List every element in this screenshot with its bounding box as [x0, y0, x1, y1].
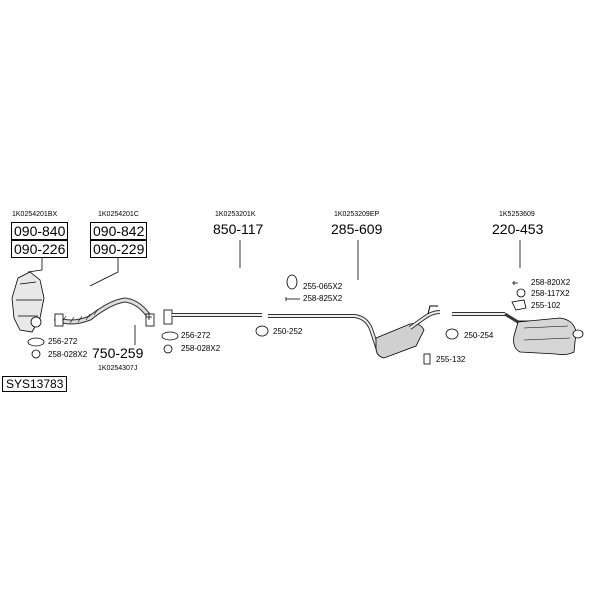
small-part-label[interactable]: 250-254 — [464, 331, 494, 340]
bolt-icon — [285, 297, 290, 301]
part-number[interactable]: 220-453 — [492, 221, 544, 237]
rubber-mount-icon — [423, 353, 431, 365]
gasket-icon — [27, 337, 45, 347]
bolt-icon — [146, 314, 152, 320]
ref-number: 1K0254201BX — [12, 211, 58, 218]
gasket-icon — [161, 331, 179, 341]
small-part-label[interactable]: 255-065X2 — [303, 282, 343, 291]
catalytic-converter — [11, 271, 45, 333]
bolt-icon — [512, 281, 518, 285]
part-box-090-229[interactable]: 090-229 — [90, 240, 148, 258]
part-box-090-226[interactable]: 090-226 — [11, 240, 69, 258]
leader-line-box1b — [27, 269, 43, 273]
small-part-label[interactable]: 258-028X2 — [48, 350, 88, 359]
nut-icon — [163, 344, 173, 354]
part-box-090-840[interactable]: 090-840 — [11, 222, 69, 240]
small-part-label[interactable]: 258-028X2 — [181, 344, 221, 353]
leader-line-box2 — [89, 258, 119, 287]
ref-number: 1K0254201C — [98, 211, 139, 218]
system-id-badge: SYS13783 — [2, 376, 68, 392]
small-part-label[interactable]: 258-825X2 — [303, 294, 343, 303]
rubber-mount-icon — [286, 274, 298, 290]
small-part-label[interactable]: 250-252 — [273, 327, 303, 336]
centre-silencer — [268, 305, 441, 359]
nut-icon — [31, 349, 41, 359]
ref-number: 1K0253201K — [215, 211, 256, 218]
ref-number: 1K0254307J — [98, 365, 138, 372]
clamp-icon — [445, 328, 459, 340]
bracket-icon — [511, 299, 527, 311]
part-number[interactable]: 750-259 — [92, 345, 144, 361]
small-part-label[interactable]: 258-117X2 — [531, 289, 570, 298]
small-part-label[interactable]: 256-272 — [48, 337, 78, 346]
small-part-label[interactable]: 258-820X2 — [531, 278, 571, 287]
ref-number: 1K5253609 — [499, 211, 535, 218]
clamp-icon — [255, 325, 269, 337]
part-box-090-842[interactable]: 090-842 — [90, 222, 148, 240]
small-part-label[interactable]: 255-132 — [436, 355, 466, 364]
ref-number: 1K0253209EP — [334, 211, 380, 218]
small-part-label[interactable]: 256-272 — [181, 331, 211, 340]
washer-icon — [516, 288, 526, 298]
small-part-label[interactable]: 255-102 — [531, 301, 561, 310]
front-flex-pipe — [53, 297, 155, 327]
intermediate-pipe — [163, 309, 262, 325]
rear-silencer — [452, 312, 584, 356]
part-number[interactable]: 850-117 — [213, 221, 264, 237]
part-number[interactable]: 285-609 — [331, 221, 383, 237]
